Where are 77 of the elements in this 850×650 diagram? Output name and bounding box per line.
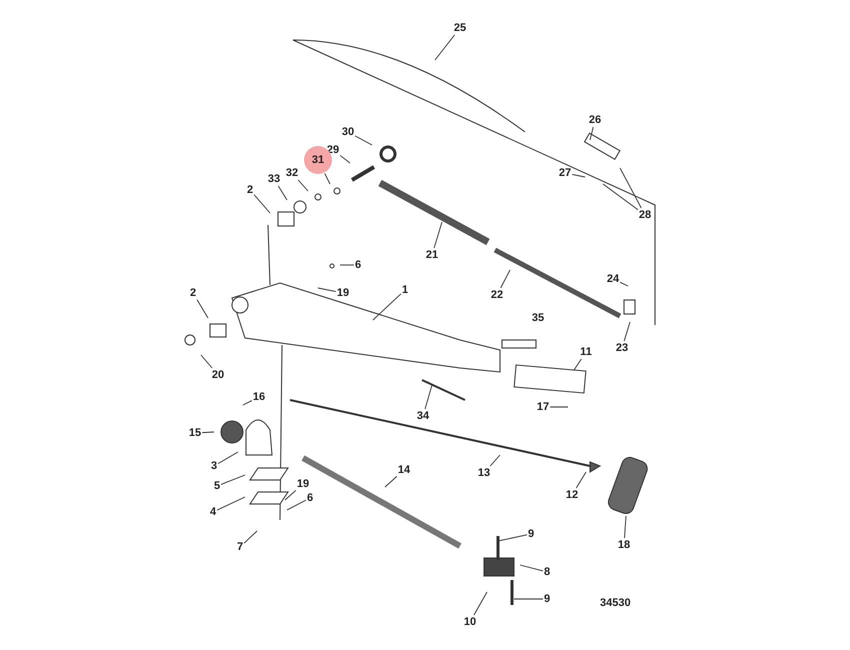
callout-number: 7 [236,541,244,553]
leader-line [284,490,296,500]
callout-number: 34 [416,410,430,422]
callout-number: 3 [210,460,218,472]
callout-number: 21 [426,249,438,261]
leader-line [244,530,258,544]
leader-line [218,452,238,464]
callout-number: 1 [402,284,408,296]
callout-number: 11 [580,346,592,358]
leader-line [620,168,642,208]
callout-number: 27 [558,167,572,179]
leader-line [572,174,586,178]
callout-number: 22 [490,289,504,301]
leader-line [602,184,638,210]
leader-line [372,293,402,320]
leader-line [242,400,252,406]
leader-line [384,476,398,488]
leader-line [624,516,626,538]
callout-number: 4 [210,506,216,518]
callout-number: 12 [566,489,578,501]
callout-number: 35 [532,312,544,324]
leader-line [200,354,212,368]
callout-number: 8 [544,566,550,578]
callout-number: 9 [528,528,534,540]
leader-line [254,194,270,214]
leader-line [490,454,500,466]
leader-line [550,406,568,408]
callout-number: 24 [606,273,620,285]
callout-number: 9 [544,593,550,605]
leader-line [220,474,246,485]
callout-number: 6 [306,492,314,504]
leader-line [298,180,308,192]
leader-line [434,222,442,248]
leader-line [574,358,582,370]
leader-line [286,500,306,510]
callout-number: 2 [190,287,196,299]
callout-number: 26 [588,114,602,126]
leader-line [514,598,544,600]
leader-line [500,270,510,288]
callout-number: 28 [638,209,652,221]
leader-line [424,384,432,410]
drawing-number: 34530 [600,597,631,609]
callout-number: 15 [188,427,202,439]
leader-line [216,496,246,511]
leader-line [324,172,330,184]
leader-line [620,282,628,286]
leader-line [354,135,372,146]
callout-number: 20 [212,369,224,381]
callout-number: 19 [296,478,310,490]
leader-line [520,564,544,572]
leader-line [278,186,288,200]
leader-line [318,288,336,292]
leader-line [474,592,488,616]
leader-line [196,299,208,318]
callout-number: 2 [246,184,254,196]
callout-number: 14 [398,464,410,476]
callout-number: 13 [478,467,490,479]
callout-number: 32 [286,167,298,179]
leader-line [434,34,455,60]
leader-line [576,472,586,488]
leader-line [202,432,214,434]
callout-number: 19 [336,287,350,299]
callout-number: 17 [536,401,550,413]
callout-number: 30 [342,126,354,138]
leader-line [340,264,354,266]
leader-line [624,322,630,342]
leader-line [340,155,350,164]
callout-number: 25 [454,22,466,34]
leader-line [590,126,594,140]
callout-number: 18 [618,539,630,551]
callout-number: 6 [354,259,362,271]
callout-number: 33 [268,173,280,185]
callout-number: 10 [464,616,476,628]
callout-number: 5 [214,480,220,492]
callout-number: 23 [616,342,628,354]
callout-number: 16 [252,391,266,403]
leader-line [498,534,528,542]
